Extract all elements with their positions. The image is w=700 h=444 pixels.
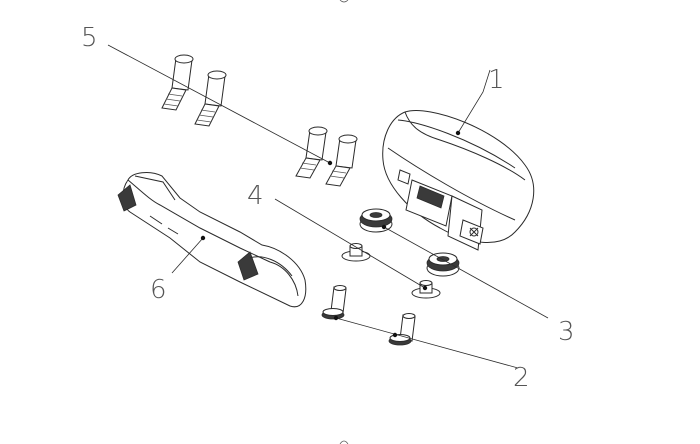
grommet-3a: [359, 208, 393, 233]
leader-1: [457, 69, 491, 134]
callout-4: 4: [247, 181, 264, 211]
leader-2-dot-b: [392, 332, 398, 338]
cap-screws-part-5: [161, 54, 358, 187]
leader-4: [274, 198, 426, 289]
screw-5d: [325, 134, 358, 187]
leader-6-dot: [200, 235, 206, 241]
flange-bolt-2a: [321, 285, 347, 320]
housing-part-1: [382, 110, 535, 251]
callout-6: 6: [150, 275, 167, 305]
mounting-bracket-part-6: [117, 172, 307, 308]
leader-1-dot: [455, 130, 461, 136]
leader-5: [107, 44, 331, 164]
leader-2: [335, 317, 519, 369]
leader-5-dot: [327, 160, 333, 166]
leader-4-dot: [422, 285, 428, 291]
leader-6: [171, 237, 204, 274]
screw-5a: [161, 54, 194, 111]
grommet-3b: [426, 252, 460, 277]
flange-bolt-2b: [388, 313, 416, 346]
screw-5b: [194, 70, 227, 127]
grommets-part-3: [359, 208, 460, 277]
screw-5c: [295, 126, 328, 179]
bushing-4a: [341, 243, 371, 262]
leader-lines: [107, 44, 549, 369]
bottom-edge-mark: [339, 440, 349, 444]
leader-2-dot: [333, 315, 339, 321]
leader-3: [383, 226, 549, 319]
callout-3: 3: [558, 317, 575, 347]
top-edge-mark: [339, 0, 349, 3]
flange-bolts-part-2: [321, 285, 416, 346]
housing-connector-bracket: [397, 169, 484, 251]
leader-3-dot: [381, 224, 387, 230]
bushings-part-4: [341, 243, 441, 299]
callout-5: 5: [81, 23, 98, 53]
callout-1: 1: [488, 65, 505, 95]
callout-2: 2: [513, 363, 530, 393]
